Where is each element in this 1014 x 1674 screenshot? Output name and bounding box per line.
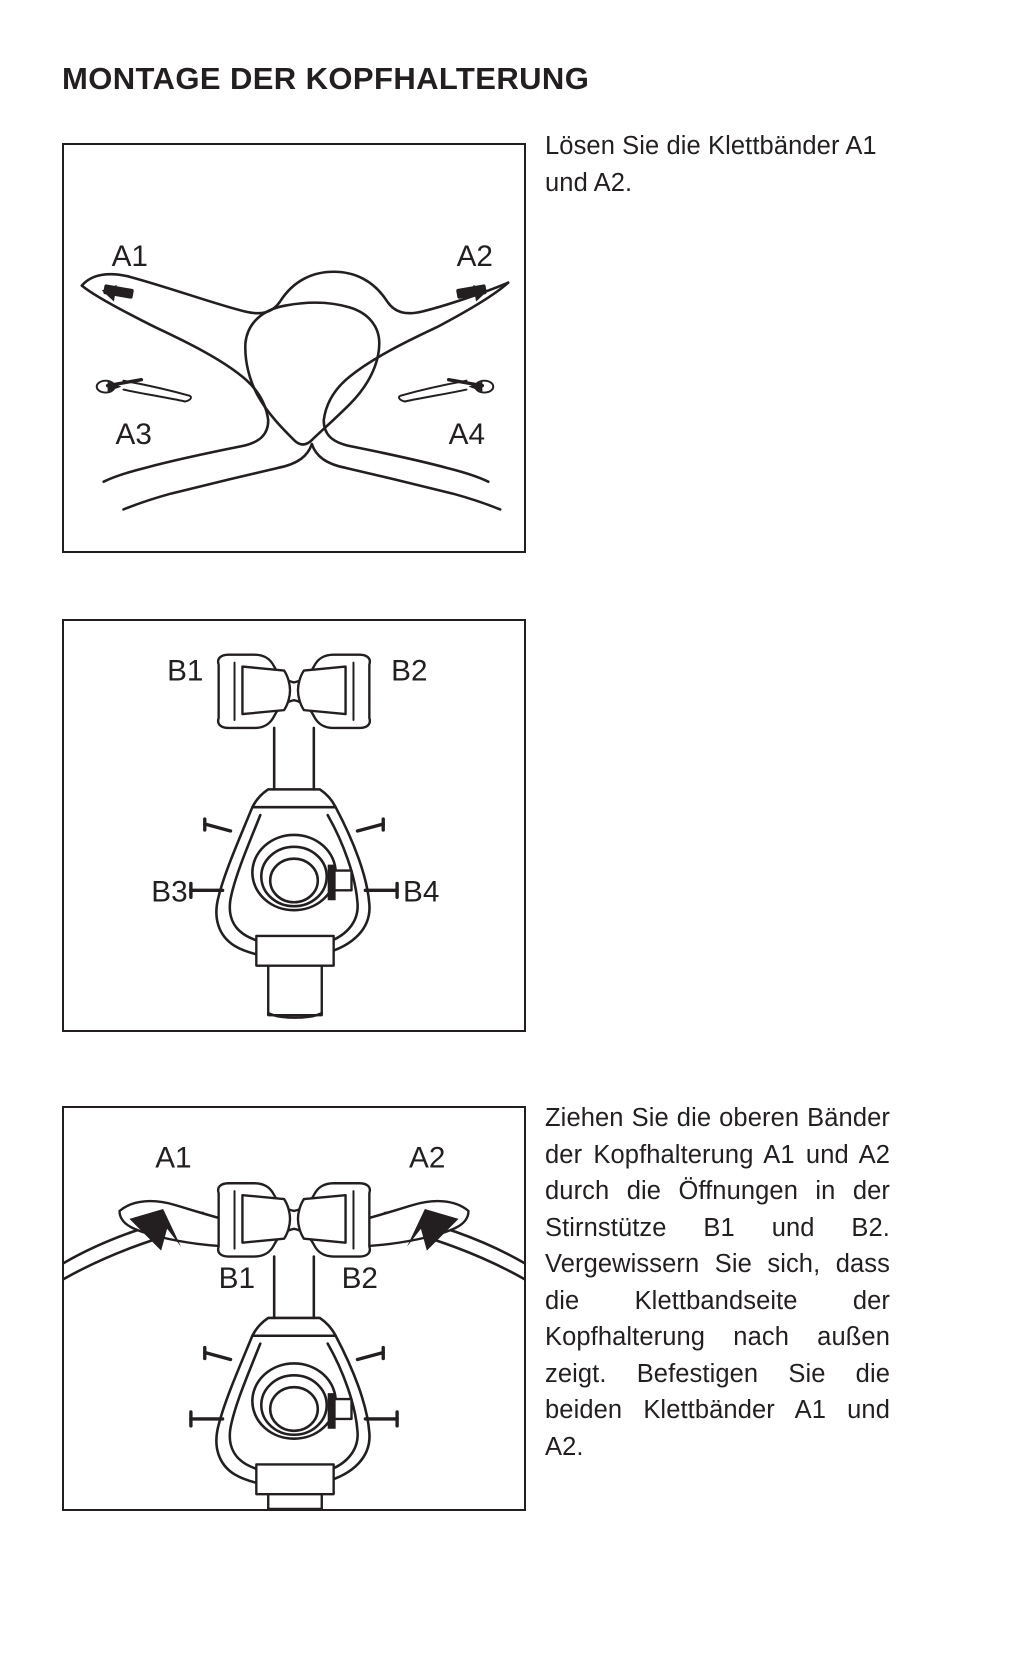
figure1-label-a3: A3 — [116, 418, 152, 451]
figure-panel-headgear-straps: A1 A2 A3 A4 — [62, 143, 526, 553]
figure1-label-a1: A1 — [112, 240, 148, 273]
headgear-body — [80, 270, 510, 511]
figure1-label-a2: A2 — [457, 240, 493, 273]
mask-clip-right-assembled — [355, 1345, 399, 1428]
mask-tube-assembled — [255, 1463, 335, 1509]
figure1-label-a4: A4 — [449, 418, 485, 451]
mask-frame — [215, 788, 371, 960]
strap-end-a2 — [456, 284, 489, 302]
strap-end-a4 — [398, 378, 495, 403]
figure2-label-b4: B4 — [403, 875, 439, 908]
forehead-support-assembled — [216, 1182, 372, 1258]
mask-clip-left-assembled — [189, 1345, 233, 1428]
figure2-label-b2: B2 — [391, 654, 427, 687]
instruction-text-step-1: Lösen Sie die Klettbänder A1 und A2. — [545, 128, 890, 201]
instruction-paragraph-3: Ziehen Sie die oberen Bänder der Kopfhal… — [545, 1104, 890, 1461]
arrow-pull-right — [407, 1208, 459, 1251]
figure-panel-assembled-headgear: A1 A2 B1 B2 — [62, 1106, 526, 1511]
figure3-label-b1: B1 — [219, 1262, 255, 1295]
page-title: MONTAGE DER KOPFHALTERUNG — [62, 60, 590, 96]
figure3-label-b2: B2 — [342, 1262, 378, 1295]
figure2-label-b3: B3 — [151, 875, 187, 908]
mask-clip-b4 — [355, 817, 399, 899]
instruction-text-step-3: Ziehen Sie die oberen Bänder der Kopfhal… — [545, 1100, 890, 1465]
mask-clip-b3 — [189, 817, 233, 899]
mask-tube — [255, 934, 335, 1019]
forehead-support-stem — [272, 726, 316, 791]
figure2-label-b1: B1 — [167, 654, 203, 687]
strap-end-a3 — [95, 378, 192, 403]
instruction-paragraph-1: Lösen Sie die Klettbänder A1 und A2. — [545, 132, 877, 197]
assembled-headgear-figure: A1 A2 B1 B2 — [64, 1141, 524, 1509]
mask-frame-assembled — [215, 1316, 371, 1488]
strap-end-a1 — [101, 284, 134, 302]
arrow-pull-left — [129, 1208, 181, 1251]
headgear-straps-figure: A1 A2 A3 A4 — [80, 240, 510, 511]
forehead-support-stem-assembled — [272, 1255, 316, 1320]
figure3-label-a2: A2 — [409, 1141, 445, 1174]
figure-panel-mask-forehead-support: B1 B2 B3 B4 — [62, 619, 526, 1032]
forehead-support — [216, 653, 372, 730]
figure3-label-a1: A1 — [155, 1141, 191, 1174]
mask-forehead-support-figure: B1 B2 B3 B4 — [151, 653, 439, 1019]
